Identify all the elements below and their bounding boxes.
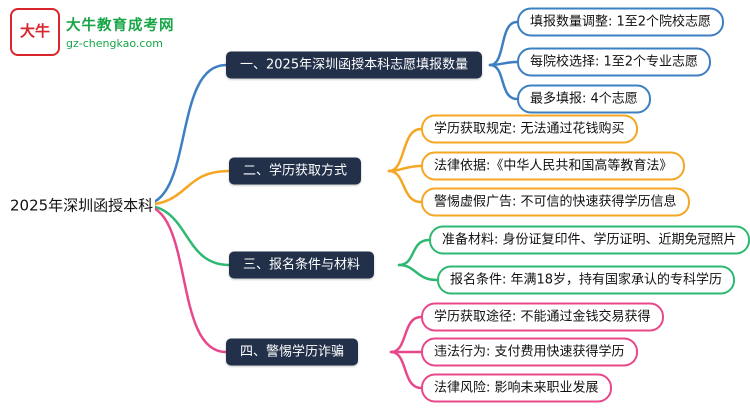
leaf-node: 填报数量调整: 1至2个院校志愿	[517, 7, 725, 37]
leaf-node: 报名条件: 年满18岁，持有国家承认的专科学历	[437, 265, 736, 295]
branch-3-header: 三、报名条件与材料	[229, 251, 375, 279]
connector-b3-l2	[397, 263, 439, 282]
logo-bull-icon: 大牛	[10, 8, 60, 56]
leaf-node: 学历获取途径: 不能通过金钱交易获得	[421, 302, 664, 332]
connector-b2-l1	[387, 127, 423, 173]
logo-icon-text: 大牛	[19, 22, 50, 41]
connector-b1-l2	[488, 60, 519, 67]
branch-4-header: 四、警惕学历诈骗	[226, 338, 359, 366]
connector-root-branch2	[140, 169, 231, 207]
branch-2-header: 二、学历获取方式	[229, 157, 362, 185]
connector-b1-l3	[488, 63, 519, 101]
logo-site-name: 大牛教育成考网	[66, 18, 175, 34]
connector-b2-l3	[387, 169, 423, 204]
leaf-node: 准备材料: 身份证复印件、学历证明、近期免冠照片	[429, 225, 750, 255]
leaf-node: 法律风险: 影响未来职业发展	[421, 373, 612, 403]
branch-1-header: 一、2025年深圳函授本科志愿填报数量	[226, 51, 483, 79]
connector-b4-l3	[389, 350, 423, 390]
connector-root-branch3	[140, 203, 231, 267]
leaf-node: 违法行为: 支付费用快速获得学历	[421, 337, 638, 367]
leaf-node: 警惕虚假广告: 不可信的快速获得学历信息	[421, 187, 690, 217]
site-logo: 大牛 大牛教育成考网 gz-chengkao.com	[10, 8, 175, 56]
connector-root-branch1	[140, 63, 228, 207]
connector-b1-l1	[488, 20, 519, 67]
leaf-node: 每院校选择: 1至2个专业志愿	[517, 47, 712, 77]
connector-root-branch4	[140, 203, 228, 354]
connector-b2-l2	[387, 164, 423, 173]
logo-text-block: 大牛教育成考网 gz-chengkao.com	[66, 14, 175, 50]
logo-site-domain: gz-chengkao.com	[66, 37, 163, 50]
connector-b4-l1	[389, 315, 423, 354]
root-node: 2025年深圳函授本科	[8, 188, 156, 222]
leaf-node: 学历获取规定: 无法通过花钱购买	[421, 114, 638, 144]
connector-b3-l1	[397, 238, 431, 267]
leaf-node: 最多填报: 4个志愿	[517, 84, 651, 114]
leaf-node: 法律依据:《中华人民共和国高等教育法》	[421, 151, 686, 181]
